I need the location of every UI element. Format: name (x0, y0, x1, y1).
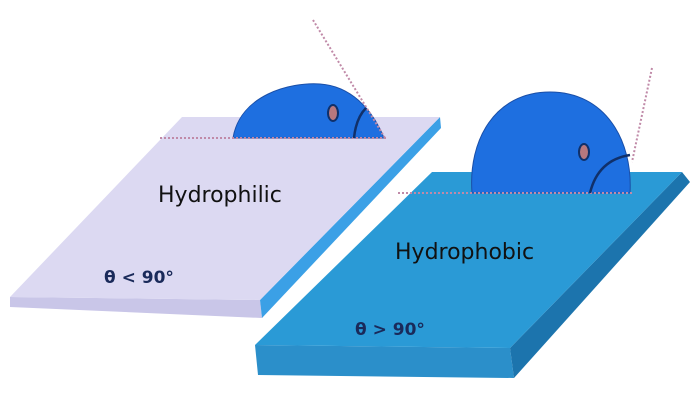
hydrophobic-surface (255, 172, 690, 378)
angle-arc (352, 107, 367, 139)
tangent-line (312, 19, 386, 139)
theta-marker (578, 143, 590, 161)
tangent-line (631, 67, 653, 163)
hydrophobic-label: Hydrophobic (395, 240, 535, 265)
angle-arc (588, 153, 631, 194)
hydrophobic-droplet (398, 67, 653, 194)
hydrophilic-surface (10, 117, 441, 318)
hydrophilic-label: Hydrophilic (158, 183, 282, 208)
theta-marker (327, 104, 339, 122)
hydrophilic-angle-label: θ < 90° (104, 268, 174, 288)
hydrophilic-droplet (160, 19, 387, 139)
hydrophobic-angle-label: θ > 90° (355, 320, 425, 340)
